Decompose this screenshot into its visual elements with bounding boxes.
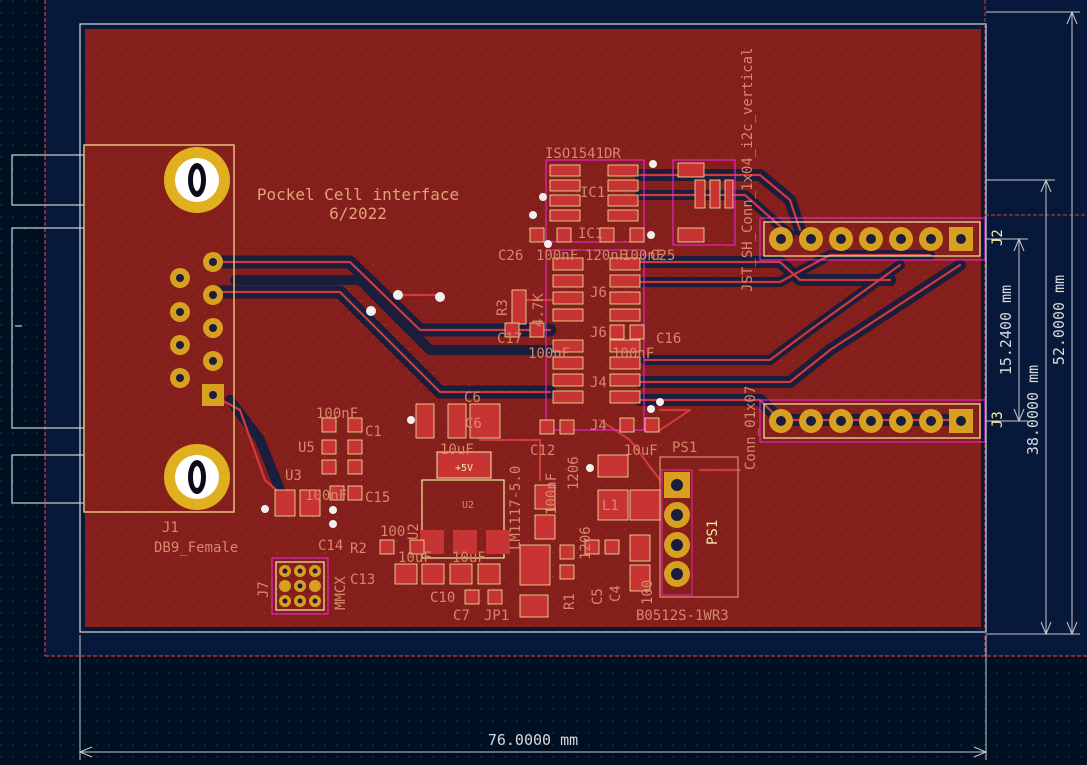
label-b0512s: B0512S-1WR3	[636, 608, 729, 624]
dimension-mid[interactable]	[986, 178, 1055, 636]
label-10uf-a: 10uF	[440, 442, 474, 458]
label-c14: C14	[318, 538, 343, 554]
label-100nf-a: 100nF	[536, 248, 578, 264]
label-conn-01x07: Conn_01x07	[743, 386, 759, 470]
header-j2[interactable]	[759, 217, 986, 261]
label-iso1541dr: ISO1541DR	[545, 146, 621, 162]
label-j3: J3	[990, 411, 1006, 428]
label-u3: U3	[285, 468, 302, 484]
label-120nf: 120nF	[585, 248, 627, 264]
label-10uf-d: 10uF	[624, 443, 658, 459]
label-j4: J4	[590, 375, 607, 391]
dimension-width-label: 76.0000 mm	[488, 731, 578, 749]
label-c1: C1	[365, 424, 382, 440]
dimension-height-label: 52.0000 mm	[1050, 275, 1068, 365]
label-l1: L1	[602, 498, 619, 514]
db9-connector-j1[interactable]	[11, 144, 235, 513]
label-c4: C4	[608, 585, 624, 602]
ps1-module[interactable]	[659, 456, 739, 598]
label-c6: C6	[464, 390, 481, 406]
ps1-outline	[659, 456, 739, 598]
reference-labels: ISO1541DR IC1 IC1 JST_SH_Conn_1x04_i2c_v…	[154, 48, 1006, 624]
label-db9: DB9_Female	[154, 540, 238, 556]
label-j4b: J4	[590, 418, 607, 434]
j3-pads	[769, 409, 973, 433]
dimension-height[interactable]	[986, 10, 1080, 636]
label-r1: R1	[562, 593, 578, 610]
ic1-isolator[interactable]	[545, 159, 645, 243]
label-plus5v: +5V	[455, 463, 473, 474]
label-c7: C7	[453, 608, 470, 624]
mmcx-j7[interactable]	[271, 557, 329, 615]
label-jst: JST_SH_Conn_1x04_i2c_vertical	[740, 48, 756, 292]
label-c13: C13	[350, 572, 375, 588]
label-c5: C5	[590, 588, 606, 605]
label-100nf-b: 100nF	[622, 248, 664, 264]
label-100nf-d: 100nF	[612, 346, 654, 362]
dimension-width[interactable]	[78, 635, 988, 760]
j2-pads	[769, 227, 973, 251]
j3-courtyard	[759, 399, 986, 443]
label-j1: J1	[162, 520, 179, 536]
label-1206b: 1206	[578, 526, 594, 560]
label-c25: C25	[650, 248, 675, 264]
label-jp1: JP1	[484, 608, 509, 624]
label-j7: J7	[256, 581, 272, 598]
small-smd-parts	[274, 227, 661, 618]
label-100nf-c: 100nF	[528, 346, 570, 362]
label-c16: C16	[656, 331, 681, 347]
header-j6-j4[interactable]	[545, 249, 645, 431]
label-100nf-e: 100nF	[316, 406, 358, 422]
vias	[261, 160, 664, 528]
label-u5: U5	[298, 440, 315, 456]
label-ps1: PS1	[672, 440, 697, 456]
label-c10: C10	[430, 590, 455, 606]
label-r100: 100	[380, 524, 405, 540]
label-j2: J2	[990, 229, 1006, 246]
label-c4b: 100nF	[544, 473, 560, 515]
i2c-connector-j5[interactable]	[672, 159, 736, 246]
label-ps1b: PS1	[705, 520, 721, 545]
label-c15: C15	[365, 490, 390, 506]
label-r47k: 4.7K	[531, 293, 547, 327]
regulator-u2[interactable]	[420, 451, 510, 559]
label-j6b: J6	[590, 325, 607, 341]
label-r2: R2	[350, 541, 367, 557]
dimension-mid-label: 38.0000 mm	[1024, 365, 1042, 455]
label-r3: R3	[495, 299, 511, 316]
label-10uf-b: 10uF	[398, 550, 432, 566]
label-ic1b: IC1	[578, 226, 603, 242]
label-100nf-f: 100nF	[305, 488, 347, 504]
label-1206: 1206	[566, 456, 582, 490]
label-ic1: IC1	[580, 185, 605, 201]
label-lm1117: LM1117-5.0	[508, 466, 524, 550]
board-date: 6/2022	[329, 204, 387, 223]
label-u2: U2	[406, 523, 422, 540]
board-title: Pockel Cell interface	[257, 185, 459, 204]
label-c12: C12	[530, 443, 555, 459]
db9-courtyard	[83, 144, 235, 513]
label-c6b: C6	[465, 416, 482, 432]
dimension-pitch[interactable]	[986, 237, 1028, 423]
label-c17: C17	[497, 331, 522, 347]
label-10uf-c: 10uF	[452, 550, 486, 566]
label-u2b: U2	[462, 500, 474, 511]
label-j6: J6	[590, 285, 607, 301]
label-mmcx: MMCX	[333, 576, 349, 610]
label-c26: C26	[498, 248, 523, 264]
dimension-pitch-label: 15.2400 mm	[997, 285, 1015, 375]
j2-courtyard	[759, 217, 986, 261]
label-r100b: 100	[640, 580, 656, 605]
db9-pins	[170, 252, 224, 406]
header-j3[interactable]	[759, 399, 986, 443]
board-edge-cut	[79, 23, 987, 633]
